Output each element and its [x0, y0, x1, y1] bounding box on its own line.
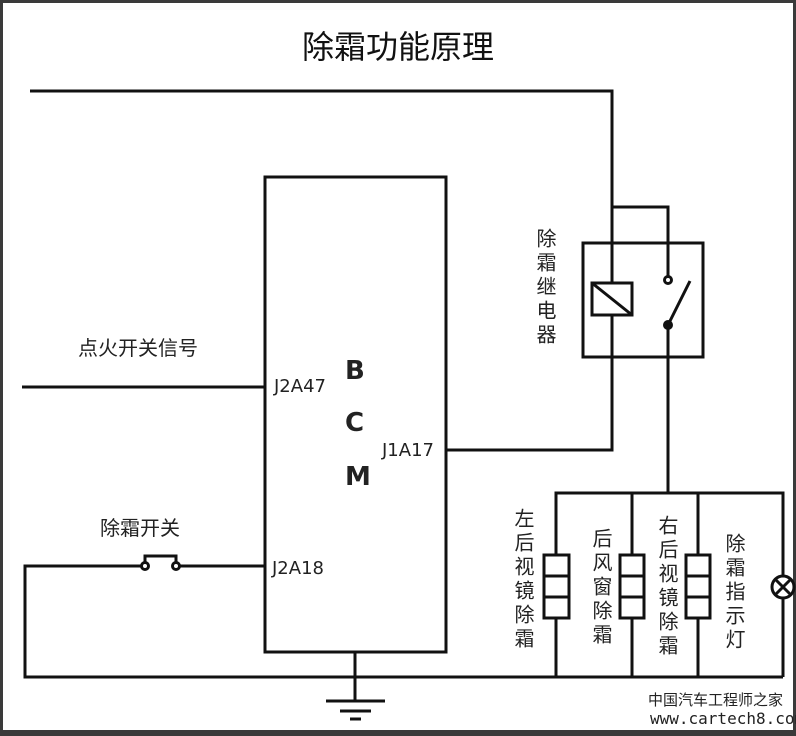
bcm-label-b: B: [345, 356, 365, 386]
ground-icon: [326, 652, 385, 721]
defrost-relay-label: 除霜继电器: [533, 228, 557, 348]
heater-element-icon: [684, 553, 712, 620]
bcm-label-c: C: [345, 408, 365, 438]
heater-element-icon: [618, 553, 646, 620]
relay-icon: [581, 205, 705, 493]
pin-j1a17: J1A17: [382, 440, 434, 461]
page-title: 除霜功能原理: [301, 28, 494, 66]
push-switch-icon: [140, 554, 181, 571]
indicator-lamp-icon: [770, 574, 796, 600]
load-label-rear-window: 后风窗除霜: [589, 528, 613, 648]
pin-j2a18: J2A18: [272, 558, 324, 579]
supply-wire: [30, 89, 614, 452]
defrost-switch-label: 除霜开关: [100, 516, 180, 540]
ignition-signal-label: 点火开关信号: [78, 336, 198, 360]
watermark-url: www.cartech8.com: [650, 709, 796, 728]
watermark-brand: 中国汽车工程师之家: [648, 691, 784, 709]
load-label-left-mirror: 左后视镜除霜: [511, 508, 535, 652]
bcm-label-m: M: [345, 462, 371, 492]
pin-j2a47: J2A47: [274, 376, 326, 397]
heater-element-icon: [542, 553, 571, 620]
load-label-indicator: 除霜指示灯: [722, 533, 746, 653]
ground-loop-wire: [23, 564, 783, 679]
load-label-right-mirror: 右后视镜除霜: [655, 515, 679, 659]
